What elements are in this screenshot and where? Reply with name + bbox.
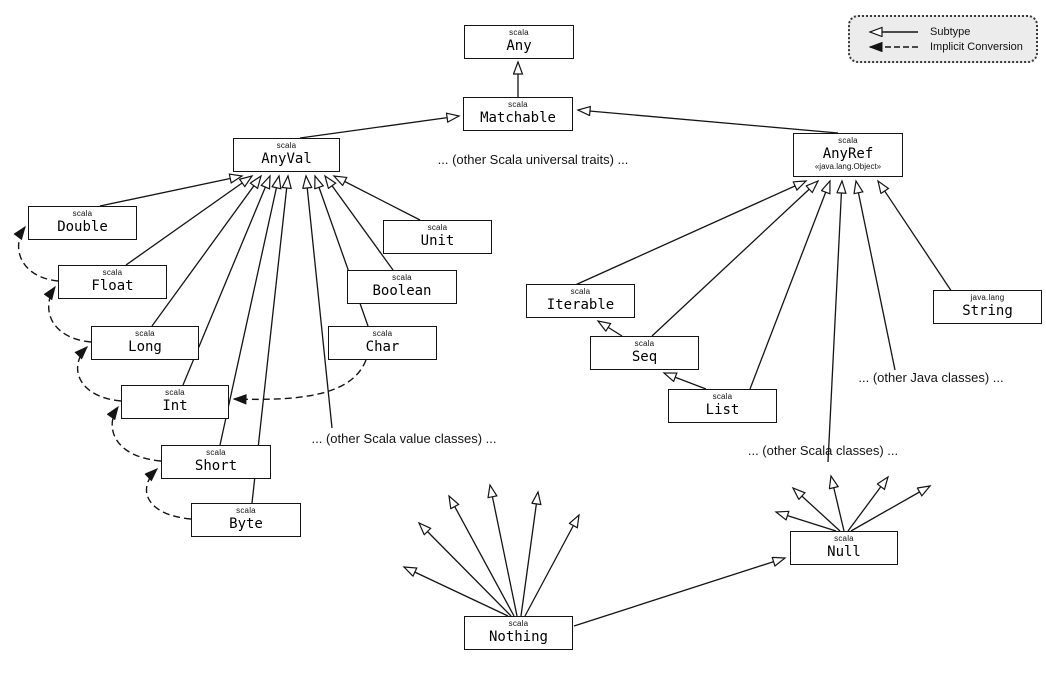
annotation-universal-traits: ... (other Scala universal traits) ... [437, 152, 629, 167]
class-name: Short [194, 458, 238, 474]
package-label: scala [372, 329, 393, 338]
node-null: scala Null [790, 531, 898, 565]
package-label: scala [838, 136, 858, 145]
legend-implicit-label: Implicit Conversion [930, 40, 1023, 53]
node-any: scala Any [464, 25, 574, 59]
node-string: java.lang String [933, 290, 1042, 324]
package-label: scala [165, 388, 185, 397]
legend-subtype-label: Subtype [930, 25, 971, 38]
class-name: Char [365, 339, 400, 355]
package-label: scala [508, 619, 529, 628]
subtype-arrow-icon [860, 26, 918, 38]
class-note: «java.lang.Object» [814, 162, 882, 171]
node-int: scala Int [121, 385, 229, 419]
class-name: String [962, 303, 1013, 319]
legend-implicit-row: Implicit Conversion [860, 41, 1026, 53]
node-anyval: scala AnyVal [233, 138, 340, 172]
node-boolean: scala Boolean [347, 270, 457, 304]
node-anyref: scala AnyRef «java.lang.Object» [793, 133, 903, 177]
implicit-conversion-arrow-icon [860, 41, 918, 53]
package-label: scala [135, 329, 155, 338]
class-name: Unit [420, 233, 455, 249]
class-name: AnyVal [261, 151, 312, 167]
legend-subtype-row: Subtype [860, 26, 1026, 38]
class-name: Seq [631, 349, 658, 365]
annotation-value-classes: ... (other Scala value classes) ... [311, 431, 497, 446]
class-name: Matchable [480, 110, 556, 126]
annotation-scala-classes: ... (other Scala classes) ... [747, 443, 899, 458]
node-matchable: scala Matchable [463, 97, 573, 131]
node-list: scala List [668, 389, 777, 423]
class-name: Nothing [488, 629, 548, 645]
package-label: java.lang [970, 293, 1005, 302]
class-name: Int [162, 398, 188, 414]
package-label: scala [102, 268, 123, 277]
node-byte: scala Byte [191, 503, 301, 537]
package-label: scala [427, 223, 448, 232]
annotation-java-classes: ... (other Java classes) ... [858, 370, 1004, 385]
package-label: scala [508, 100, 528, 109]
node-float: scala Float [58, 265, 167, 299]
node-seq: scala Seq [590, 336, 699, 370]
package-label: scala [570, 287, 591, 296]
class-name: Double [57, 219, 108, 235]
class-name: Any [506, 38, 532, 54]
class-name: AnyRef [822, 146, 874, 162]
node-double: scala Double [28, 206, 137, 240]
node-char: scala Char [328, 326, 437, 360]
class-name: Boolean [372, 283, 432, 299]
package-label: scala [206, 448, 226, 457]
node-nothing: scala Nothing [464, 616, 573, 650]
class-name: Null [827, 544, 861, 560]
package-label: scala [509, 28, 529, 37]
class-name: Iterable [546, 297, 615, 313]
package-label: scala [712, 392, 733, 401]
node-iterable: scala Iterable [526, 284, 635, 318]
package-label: scala [236, 506, 256, 515]
class-name: List [705, 402, 740, 418]
package-label: scala [634, 339, 655, 348]
package-label: scala [276, 141, 297, 150]
package-label: scala [392, 273, 412, 282]
class-name: Byte [229, 516, 263, 532]
package-label: scala [72, 209, 93, 218]
class-name: Float [91, 278, 134, 294]
node-short: scala Short [161, 445, 271, 479]
legend: Subtype Implicit Conversion [848, 15, 1038, 63]
class-name: Long [128, 339, 162, 355]
node-unit: scala Unit [383, 220, 492, 254]
package-label: scala [834, 534, 854, 543]
node-long: scala Long [91, 326, 199, 360]
